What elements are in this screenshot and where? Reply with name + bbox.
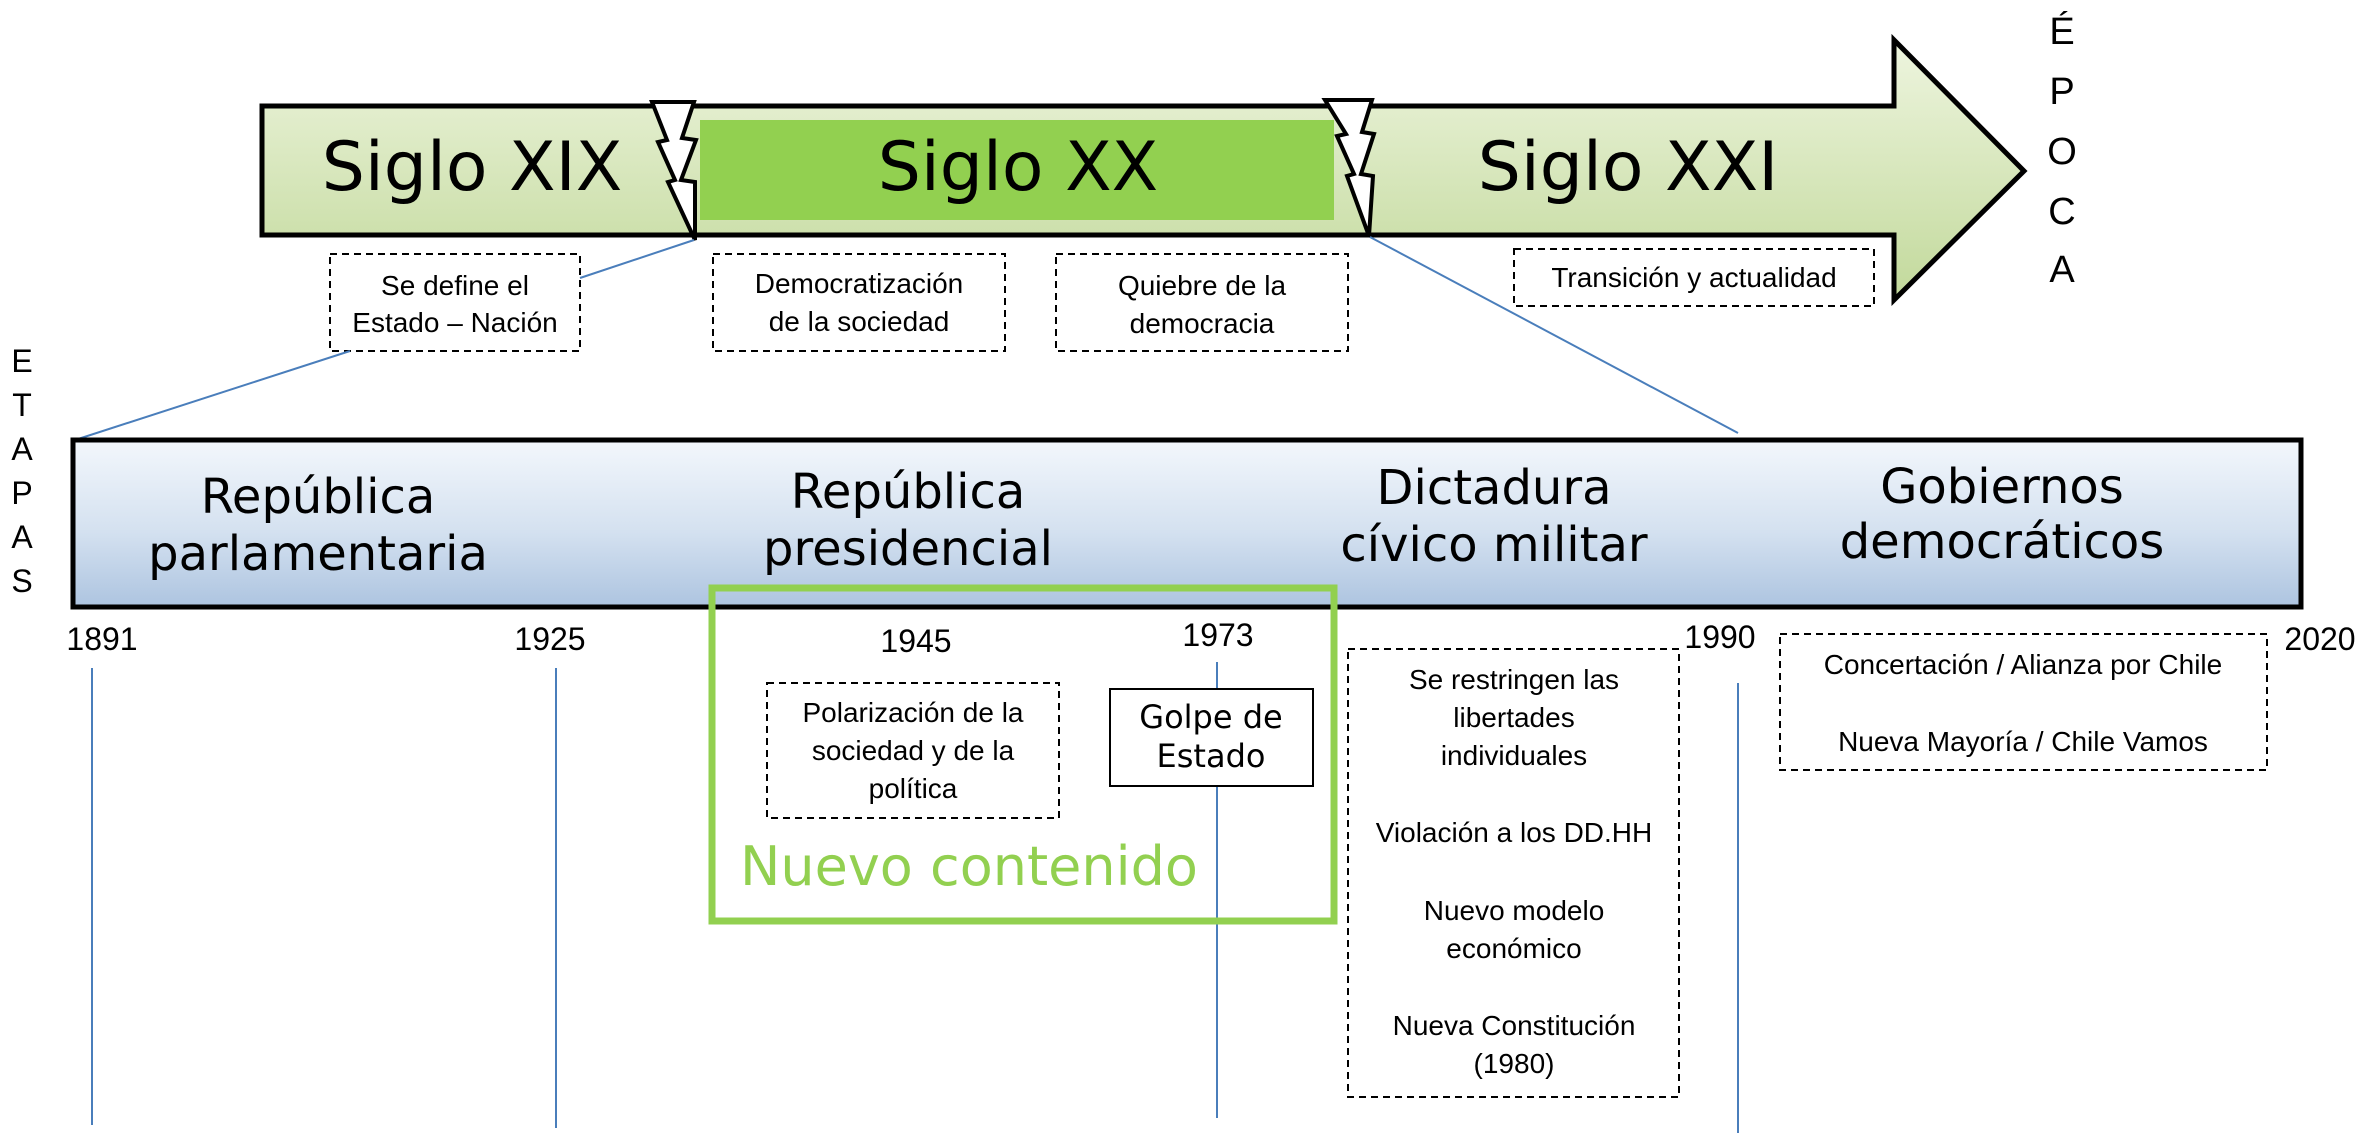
etapas-letter: E bbox=[11, 343, 32, 379]
dictadura-note-line: económico bbox=[1446, 933, 1581, 964]
year-label: 1891 bbox=[66, 621, 137, 657]
stage-label: democráticos bbox=[1840, 514, 2165, 570]
year-label: 1925 bbox=[514, 621, 585, 657]
dictadura-note-line: Nuevo modelo bbox=[1424, 895, 1605, 926]
stage-label: parlamentaria bbox=[148, 526, 488, 582]
golpe-box bbox=[1109, 688, 1314, 787]
year-label: 1973 bbox=[1182, 617, 1253, 653]
stage-note-line: sociedad y de la bbox=[812, 735, 1015, 766]
year-label: 2020 bbox=[2284, 621, 2355, 657]
epoca-letter: C bbox=[2048, 191, 2075, 233]
connector-line bbox=[74, 350, 351, 441]
dictadura-note-line: Violación a los DD.HH bbox=[1376, 817, 1653, 848]
new-content-frame bbox=[708, 584, 1338, 925]
century-note-line: Transición y actualidad bbox=[1551, 262, 1836, 293]
dictadura-note-line: (1980) bbox=[1474, 1048, 1555, 1079]
century-note-line: Quiebre de la bbox=[1118, 270, 1287, 301]
dictadura-notes-box bbox=[1347, 648, 1680, 1098]
dictadura-note-line: Se restringen las bbox=[1409, 664, 1619, 695]
stages-band bbox=[70, 437, 2304, 610]
connector-lines bbox=[74, 236, 1739, 441]
dictadura-note-line: Nueva Constitución bbox=[1393, 1010, 1636, 1041]
dictadura-note-line: individuales bbox=[1441, 740, 1587, 771]
golpe-line: Golpe de bbox=[1139, 698, 1282, 736]
lightning-separator-2 bbox=[1321, 98, 1377, 237]
stage-label: Gobiernos bbox=[1880, 459, 2124, 515]
epoca-letter: P bbox=[2049, 71, 2074, 113]
century-label: Siglo XXI bbox=[1478, 128, 1779, 207]
century-note-line: democracia bbox=[1130, 308, 1275, 339]
connector-line bbox=[579, 239, 695, 279]
stage-label: Dictadura bbox=[1377, 460, 1612, 516]
century-label: Siglo XX bbox=[878, 128, 1159, 207]
century-note-box bbox=[329, 253, 581, 352]
etapas-letter: A bbox=[11, 519, 33, 555]
etapas-letter: S bbox=[11, 563, 32, 599]
stage-note-box bbox=[766, 682, 1060, 819]
epoca-letter: O bbox=[2047, 131, 2077, 173]
epoca-vertical-label: É P O C A bbox=[2047, 10, 2077, 291]
epoca-letter: É bbox=[2049, 10, 2074, 53]
lightning-separator-1 bbox=[649, 100, 699, 241]
stage-label: República bbox=[201, 469, 436, 525]
stage-label: República bbox=[791, 464, 1026, 520]
century-label: Siglo XIX bbox=[322, 128, 623, 207]
stage-note-line: política bbox=[869, 773, 958, 804]
year-label: 1990 bbox=[1684, 619, 1755, 655]
golpe-line: Estado bbox=[1157, 737, 1266, 775]
democratic-note-line: Nueva Mayoría / Chile Vamos bbox=[1838, 726, 2208, 757]
century-note-box bbox=[1055, 253, 1349, 352]
century-note-line: Estado – Nación bbox=[352, 307, 557, 338]
century-note-line: Democratización bbox=[755, 268, 964, 299]
democratic-notes-box bbox=[1779, 633, 2268, 771]
century-note-box bbox=[1513, 248, 1875, 307]
etapas-letter: P bbox=[11, 475, 32, 511]
democratic-note-line: Concertación / Alianza por Chile bbox=[1824, 649, 2222, 680]
etapas-letter: A bbox=[11, 431, 33, 467]
stage-note-line: Polarización de la bbox=[802, 697, 1023, 728]
new-content-label: Nuevo contenido bbox=[740, 835, 1198, 898]
epoca-letter: A bbox=[2049, 249, 2075, 291]
etapas-letter: T bbox=[12, 387, 32, 423]
dictadura-note-line: libertades bbox=[1453, 702, 1574, 733]
year-label: 1945 bbox=[880, 623, 951, 659]
stage-label: presidencial bbox=[763, 521, 1053, 577]
stage-label: cívico militar bbox=[1340, 517, 1647, 573]
century-note-line: de la sociedad bbox=[769, 306, 950, 337]
century-note-line: Se define el bbox=[381, 270, 529, 301]
connector-line bbox=[1369, 236, 1739, 434]
century-note-box bbox=[712, 253, 1006, 352]
etapas-vertical-label: E T A P A S bbox=[11, 343, 33, 599]
century-xx-highlight bbox=[700, 120, 1334, 220]
